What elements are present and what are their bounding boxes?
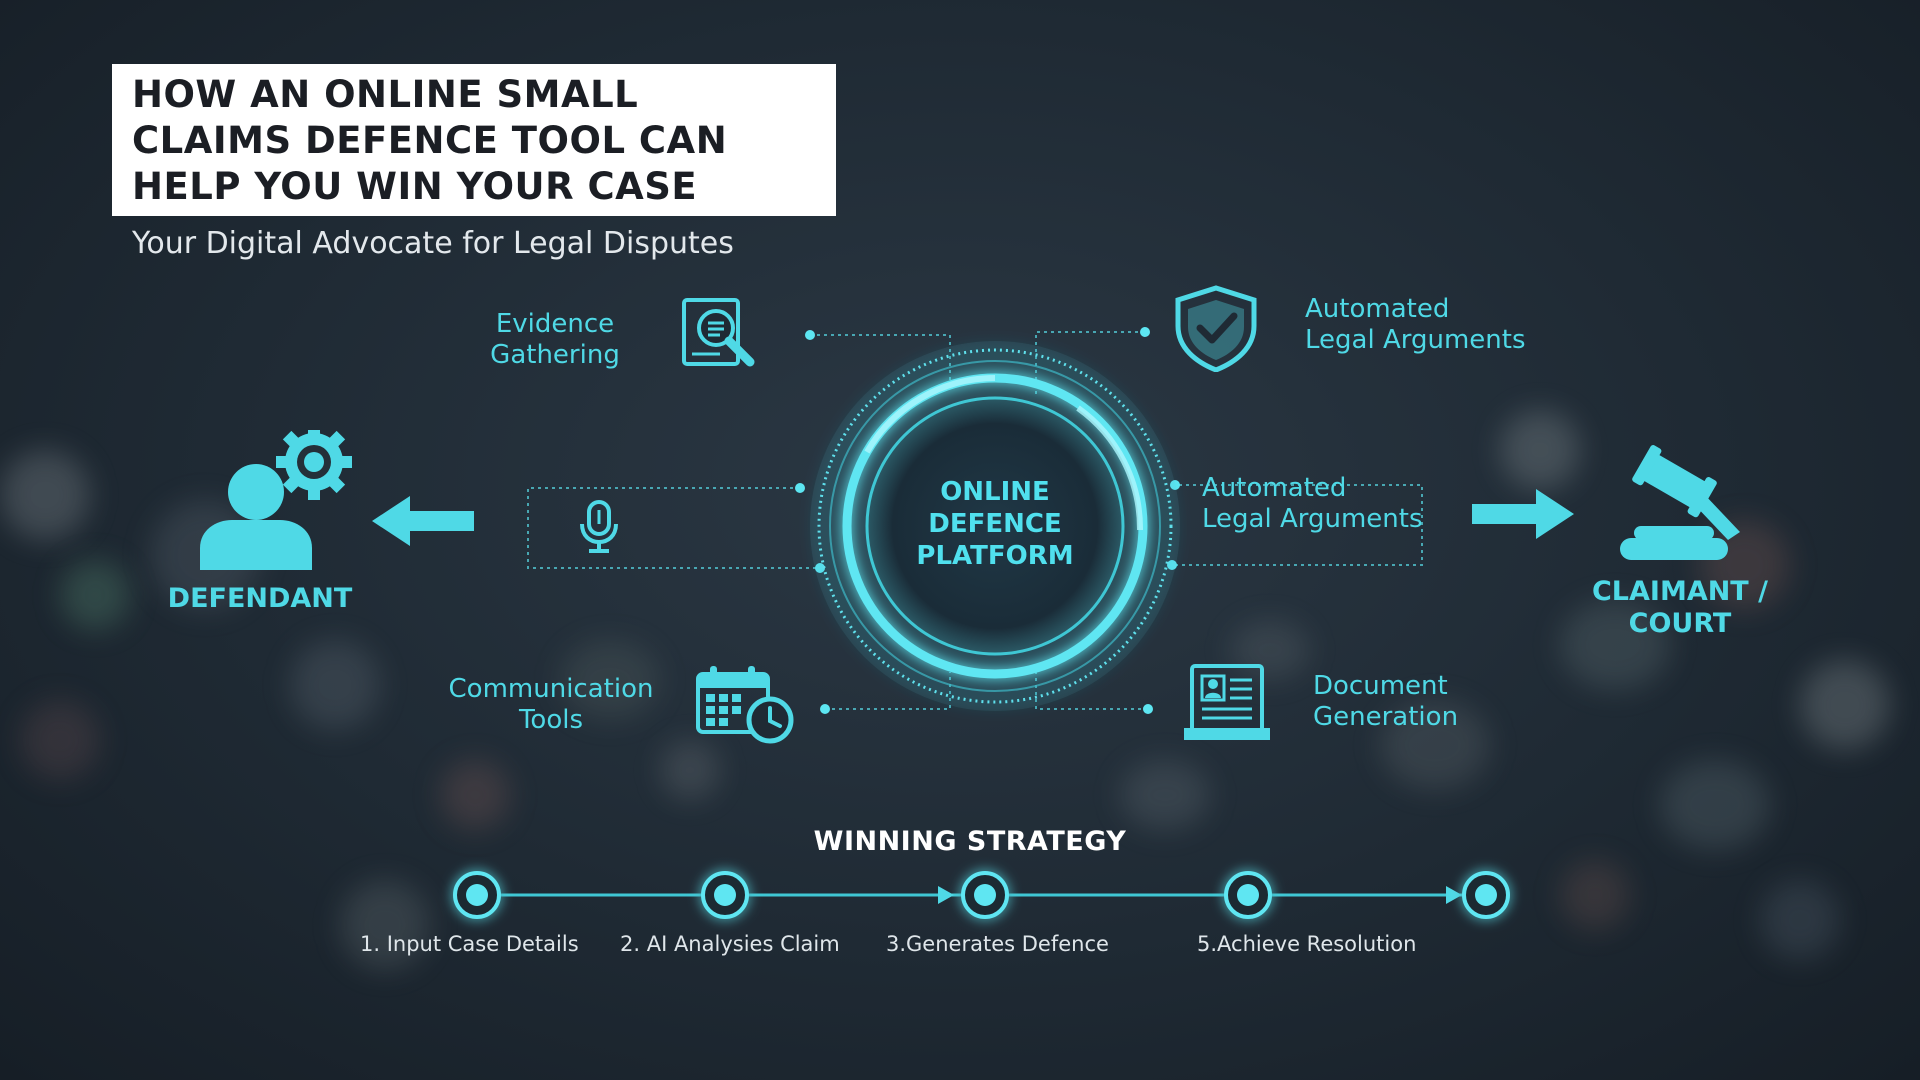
title-box: HOW AN ONLINE SMALL CLAIMS DEFENCE TOOL …	[112, 64, 836, 216]
defendant-label: DEFENDANT	[167, 583, 353, 614]
shield-check-icon	[1175, 285, 1257, 372]
evidence-gathering-label: Evidence Gathering	[490, 309, 620, 370]
person-gear-icon	[200, 430, 352, 570]
platform-label-line: DEFENCE	[928, 509, 1062, 539]
timeline-node	[453, 871, 501, 919]
document-certificate-icon	[1184, 664, 1270, 740]
timeline-node	[1462, 871, 1510, 919]
title-line: CLAIMS DEFENCE TOOL CAN	[132, 119, 728, 162]
communication-tools-label: Communication Tools	[448, 674, 654, 735]
arrow-left-icon	[372, 496, 474, 546]
platform-ring	[810, 341, 1180, 711]
timeline-node	[1224, 871, 1272, 919]
document-search-icon	[682, 298, 755, 367]
title-line: HELP YOU WIN YOUR CASE	[132, 165, 698, 208]
platform-label: ONLINE DEFENCE PLATFORM	[885, 476, 1105, 572]
winning-strategy-title: WINNING STRATEGY	[813, 826, 1127, 857]
title-line: HOW AN ONLINE SMALL	[132, 73, 639, 116]
document-generation-label: Document Generation	[1313, 671, 1459, 732]
step-label: 2. AI Analysies Claim	[620, 932, 840, 956]
subtitle: Your Digital Advocate for Legal Disputes	[132, 226, 734, 261]
platform-label-line: ONLINE	[940, 477, 1050, 507]
step-label: 5.Achieve Resolution	[1197, 932, 1417, 956]
claimant-court-label: CLAIMANT / COURT	[1591, 576, 1768, 639]
calendar-clock-icon	[696, 666, 794, 744]
step-label: 1. Input Case Details	[360, 932, 579, 956]
timeline-node	[701, 871, 749, 919]
gavel-icon	[1620, 445, 1740, 560]
arrow-right-icon	[1472, 489, 1574, 539]
automated-legal-arguments-label: Automated Legal Arguments	[1305, 294, 1526, 355]
automated-legal-arguments-label: Automated Legal Arguments	[1202, 473, 1423, 534]
timeline-node	[961, 871, 1009, 919]
step-label: 3.Generates Defence	[886, 932, 1109, 956]
microphone-icon	[580, 500, 618, 553]
platform-label-line: PLATFORM	[916, 541, 1074, 571]
